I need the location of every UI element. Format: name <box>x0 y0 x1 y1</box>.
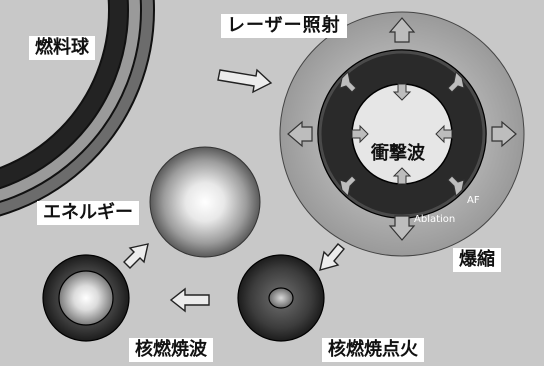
label-nuclear-burn-wave: 核燃焼波 <box>129 338 213 362</box>
label-nuclear-burn-ignition: 核燃焼点火 <box>322 338 424 362</box>
label-fuel-pellet: 燃料球 <box>29 36 95 60</box>
outer-arrow-left <box>287 120 313 148</box>
label-laser-irradiation: レーザー照射 <box>221 14 347 38</box>
inner-arrow-right <box>435 124 453 144</box>
laser-arrows <box>287 17 517 241</box>
outer-arrow-down <box>388 215 416 241</box>
label-ablation: Ablation <box>414 214 456 225</box>
burn-wave-sphere <box>42 254 130 342</box>
diag-arrow-tl <box>339 70 357 93</box>
diag-arrow-bl <box>339 175 357 198</box>
label-af: AF <box>467 195 480 206</box>
inner-arrow-left <box>351 124 369 144</box>
ignition-sphere <box>237 254 325 342</box>
arrow-to-ignition <box>319 243 345 271</box>
label-shock-wave: 衝撃波 <box>369 142 427 166</box>
arrow-to-energy <box>123 243 149 269</box>
diag-arrow-tr <box>447 70 465 93</box>
diag-arrow-br <box>447 175 465 198</box>
inner-arrow-top <box>392 83 412 101</box>
outer-arrow-right <box>491 120 517 148</box>
label-implosion: 爆縮 <box>453 248 501 272</box>
fuel-pellet <box>0 0 155 217</box>
arrow-to-burn-wave <box>169 287 210 313</box>
arrow-to-laser <box>217 68 273 94</box>
label-energy: エネルギー <box>37 201 139 225</box>
outer-arrow-up <box>388 17 416 43</box>
energy-sphere <box>149 146 261 258</box>
inner-arrow-bottom <box>392 167 412 185</box>
